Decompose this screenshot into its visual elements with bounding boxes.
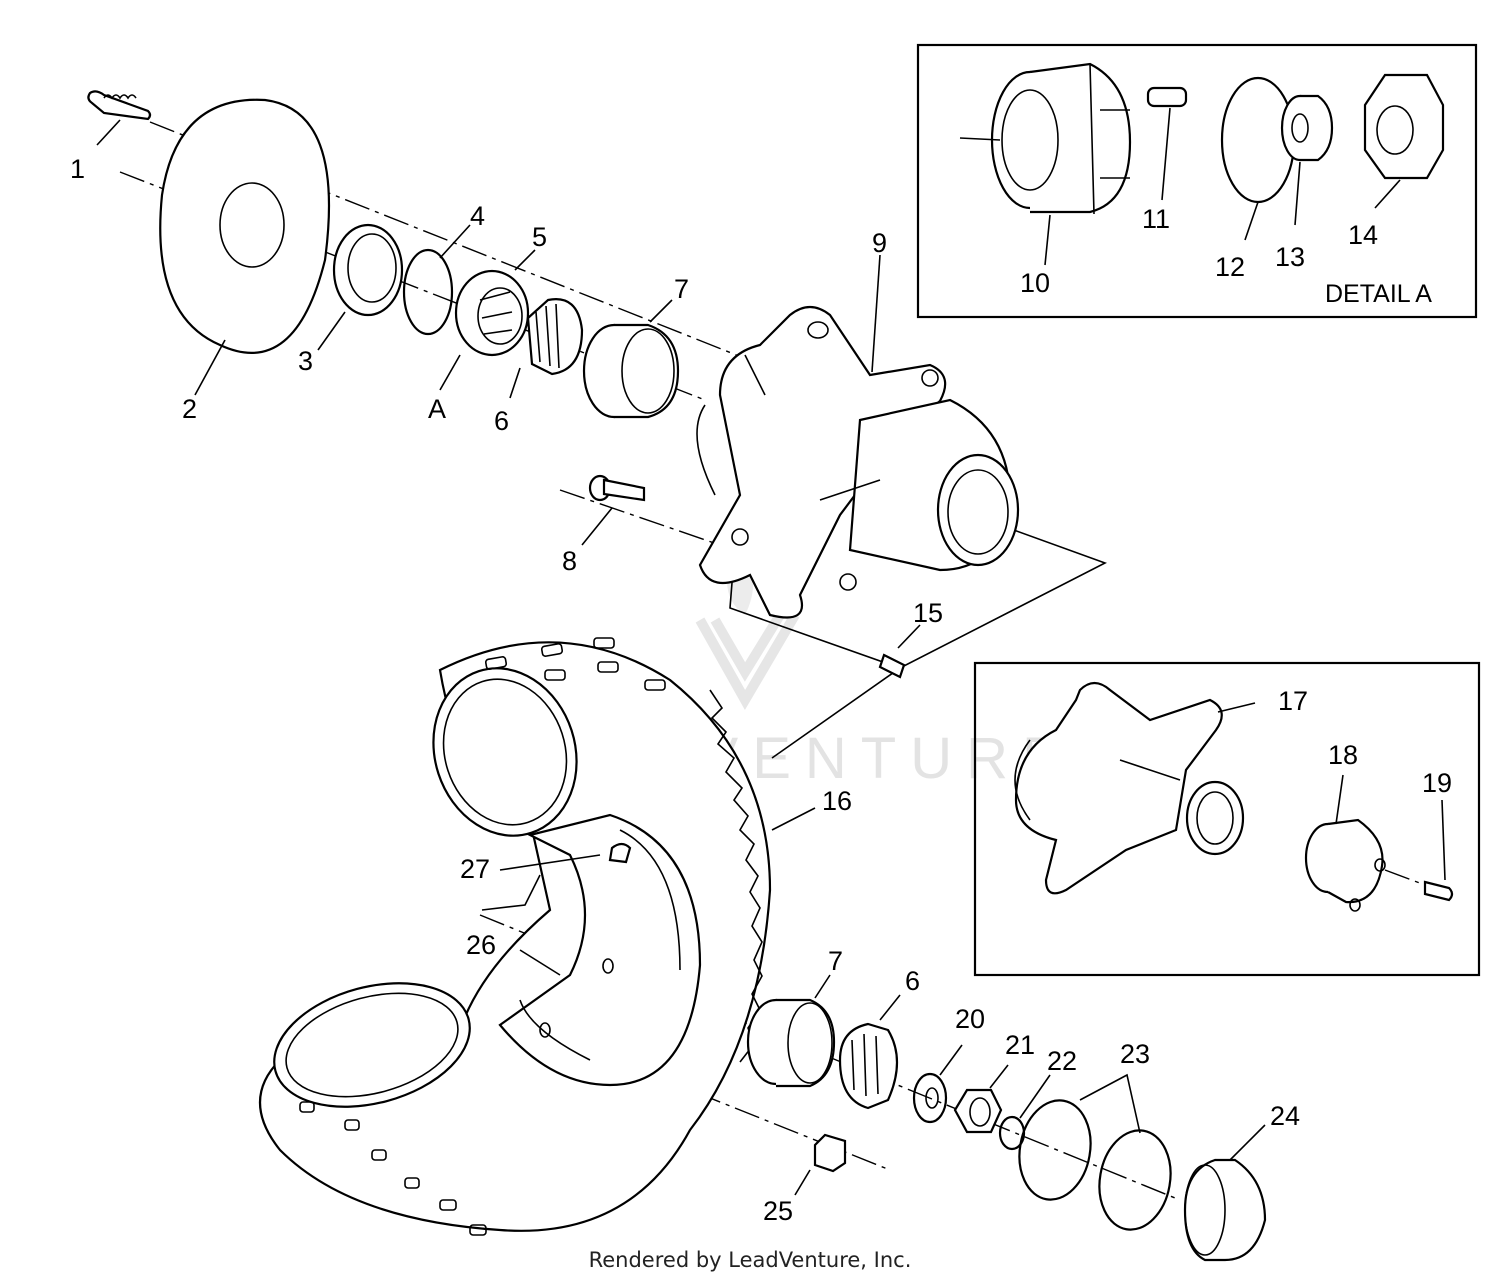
- callout-6: 6: [494, 406, 509, 436]
- o-rings-part-23: [1018, 1073, 1172, 1231]
- callout-7: 7: [674, 274, 689, 304]
- callout-12: 12: [1215, 252, 1245, 282]
- fitting-part-8: [581, 474, 646, 546]
- callout-25: 25: [763, 1196, 793, 1226]
- callout-labels: 1 2 3 4 5 A 6 7 8 9 10 11 12 13 14 15 16…: [70, 154, 1452, 1226]
- callout-1: 1: [70, 154, 85, 184]
- callout-9: 9: [872, 228, 887, 258]
- detail-nut-part-14: [1363, 73, 1445, 209]
- washer-part-20: [912, 1044, 963, 1124]
- snap-ring-part-4: [402, 224, 471, 336]
- callout-A: A: [428, 394, 446, 424]
- detail-a-box: DETAIL A: [916, 43, 1478, 319]
- bolt-part-1: [87, 90, 152, 146]
- detail-pin-part-11: [1146, 86, 1188, 201]
- callout-8: 8: [562, 546, 577, 576]
- callout-18: 18: [1328, 740, 1358, 770]
- callout-13: 13: [1275, 242, 1305, 272]
- callout-10: 10: [1020, 268, 1050, 298]
- callout-15: 15: [913, 598, 943, 628]
- disc-part-2: [159, 98, 331, 396]
- callout-7-lower: 7: [828, 946, 843, 976]
- callout-23: 23: [1120, 1039, 1150, 1069]
- detail-hub-part-10: [959, 62, 1132, 266]
- callout-5: 5: [532, 222, 547, 252]
- seal-part-3: [317, 223, 404, 351]
- callout-26: 26: [466, 930, 496, 960]
- callout-14: 14: [1348, 220, 1378, 250]
- hub-part-9: [696, 254, 1020, 619]
- alt-hub-inset-box: [973, 661, 1481, 977]
- callout-17: 17: [1278, 686, 1308, 716]
- callout-4: 4: [470, 201, 485, 231]
- bearing-part-6: [509, 298, 584, 399]
- detail-ring-part-12: [1220, 76, 1296, 241]
- cap-part-24: [1183, 1124, 1267, 1262]
- credit-text: Rendered by LeadVenture, Inc.: [588, 1248, 912, 1272]
- callout-2: 2: [182, 394, 197, 424]
- callout-20: 20: [955, 1004, 985, 1034]
- race-part-7-lower: [746, 974, 836, 1088]
- detail-a-title: DETAIL A: [1325, 280, 1432, 308]
- callout-27: 27: [460, 854, 490, 884]
- valve-part-27: [499, 842, 632, 871]
- ring-part-22: [998, 1074, 1051, 1151]
- callout-11: 11: [1142, 204, 1170, 234]
- callout-22: 22: [1047, 1046, 1077, 1076]
- callout-21: 21: [1005, 1030, 1035, 1060]
- alt-hub-part-17: [1014, 681, 1256, 895]
- nut-part-25: [794, 1133, 847, 1196]
- clutch-part-5: [439, 249, 536, 391]
- nut-part-21: [953, 1064, 1009, 1134]
- callout-3: 3: [298, 346, 313, 376]
- detail-washer-part-13: [1280, 94, 1334, 226]
- callout-19: 19: [1422, 768, 1452, 798]
- callout-24: 24: [1270, 1101, 1300, 1131]
- bearing-part-6-lower: [838, 994, 901, 1110]
- alt-bolt-part-19: [1384, 799, 1454, 902]
- tire-part-16: [259, 637, 816, 1236]
- callout-6-lower: 6: [905, 966, 920, 996]
- race-part-7: [582, 299, 680, 419]
- rim-part-26: [498, 813, 702, 1087]
- alt-cap-part-18: [1304, 774, 1386, 912]
- screw-part-15: [878, 624, 921, 679]
- callout-16: 16: [822, 786, 852, 816]
